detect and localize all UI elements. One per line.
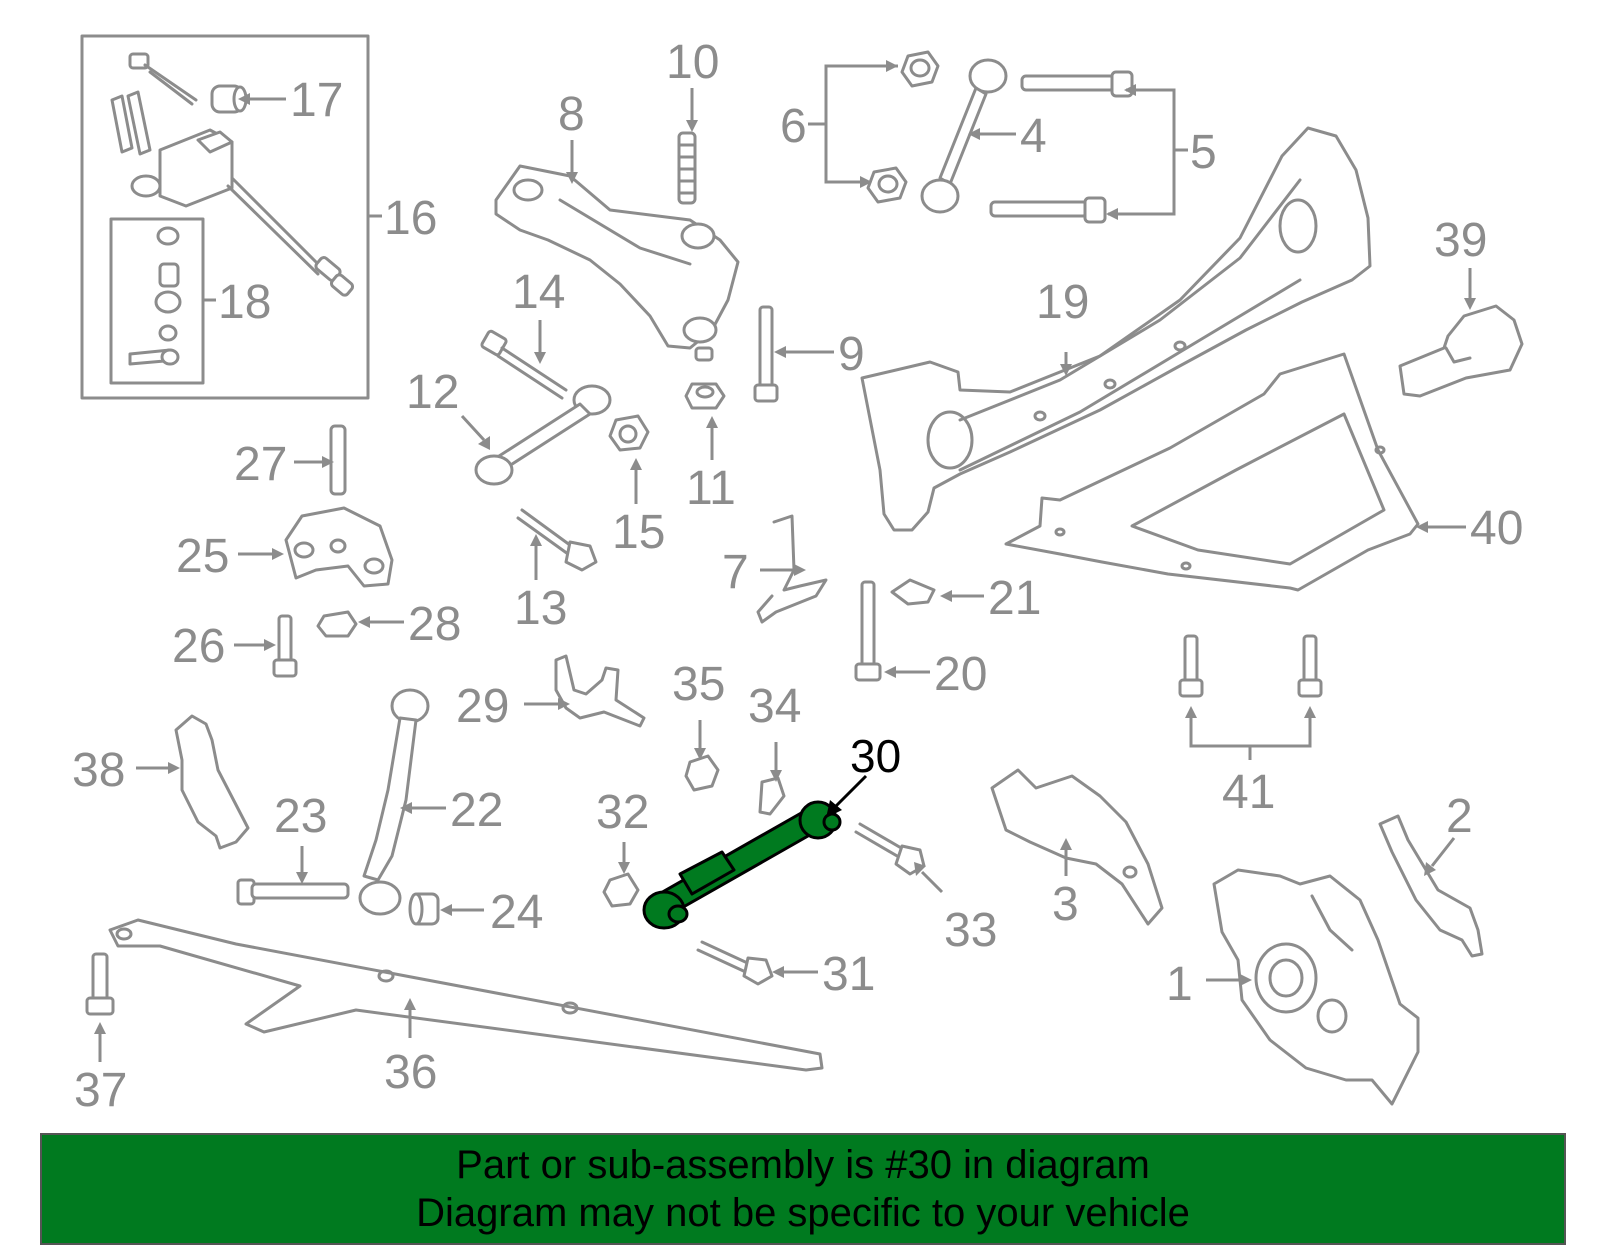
- callout-13: 13: [514, 582, 567, 635]
- part-37-bolt: [85, 952, 115, 1016]
- part-14-bolt: [480, 329, 568, 400]
- part-6-nuts: [866, 50, 940, 204]
- part-12-link: [474, 384, 612, 486]
- part-5-bolts: [989, 70, 1134, 224]
- callout-17: 17: [290, 74, 343, 127]
- part-16-level-sensor: [110, 90, 355, 297]
- part-33-bolt: [854, 822, 926, 876]
- part-4-link: [920, 58, 1008, 214]
- part-32-nut: [602, 872, 640, 908]
- callout-5: 5: [1190, 126, 1217, 179]
- callout-36: 36: [384, 1046, 437, 1099]
- part-39-bracket: [1398, 304, 1524, 398]
- callout-8: 8: [558, 88, 585, 141]
- callout-11: 11: [686, 462, 736, 515]
- callout-labels: 10 8 17 16 18 6 4 5 14 12 9 11 15 13 27 …: [72, 36, 1523, 1117]
- part-9-bolt: [753, 305, 779, 403]
- inset-box-16: [80, 34, 382, 400]
- callout-23: 23: [274, 790, 327, 843]
- callout-2: 2: [1446, 790, 1473, 843]
- callout-14: 14: [512, 266, 565, 319]
- part-28-nut: [316, 610, 358, 638]
- callout-32: 32: [596, 786, 649, 839]
- part-11-nut: [684, 382, 726, 410]
- part-25-bracket: [284, 506, 394, 588]
- part-34-bracket: [758, 776, 786, 816]
- part-36-brace: [108, 918, 824, 1072]
- callout-16: 16: [384, 192, 437, 245]
- part-1-knuckle: [1212, 868, 1420, 1106]
- callout-29: 29: [456, 680, 509, 733]
- part-23-bolt: [236, 878, 350, 906]
- callout-20: 20: [934, 648, 987, 701]
- part-24-bushing: [408, 892, 440, 926]
- callout-15: 15: [612, 506, 665, 559]
- part-7-bracket: [756, 514, 828, 624]
- part-17-bolt-bushing: [128, 52, 248, 114]
- part-27-stud: [329, 424, 347, 496]
- callout-34: 34: [748, 680, 801, 733]
- callout-38: 38: [72, 744, 125, 797]
- banner-line-1: Part or sub-assembly is #30 in diagram: [456, 1143, 1150, 1187]
- callout-30: 30: [850, 730, 901, 782]
- part-18-bushing-kit: [128, 226, 182, 366]
- callout-25: 25: [176, 530, 229, 583]
- leader-lines: [94, 60, 1476, 1062]
- part-29-bracket: [554, 654, 646, 728]
- callout-3: 3: [1052, 878, 1079, 931]
- callout-41: 41: [1222, 766, 1275, 819]
- callout-4: 4: [1020, 110, 1047, 163]
- callout-39: 39: [1434, 214, 1487, 267]
- part-21-clip: [890, 578, 936, 606]
- part-15-nut: [608, 414, 650, 452]
- info-banner: Part or sub-assembly is #30 in diagram D…: [40, 1133, 1566, 1245]
- callout-12: 12: [406, 366, 459, 419]
- part-35-nut: [684, 754, 720, 792]
- callout-27: 27: [234, 438, 287, 491]
- callout-31: 31: [822, 948, 875, 1001]
- callout-19: 19: [1036, 276, 1089, 329]
- part-3-shield: [990, 768, 1164, 926]
- callout-35: 35: [672, 658, 725, 711]
- part-31-bolt: [696, 940, 774, 986]
- part-40-cover: [1004, 352, 1420, 592]
- part-26-bolt: [272, 614, 298, 678]
- callout-33: 33: [944, 904, 997, 957]
- callout-40: 40: [1470, 502, 1523, 555]
- callout-24: 24: [490, 886, 543, 939]
- part-19-subframe: [860, 126, 1372, 532]
- callout-22: 22: [450, 784, 503, 837]
- part-38-bracket: [174, 714, 250, 850]
- part-30-control-arm[interactable]: [642, 800, 842, 930]
- callout-10: 10: [666, 36, 719, 89]
- part-13-bolt: [516, 508, 598, 572]
- banner-line-2: Diagram may not be specific to your vehi…: [416, 1191, 1190, 1235]
- callout-28: 28: [408, 598, 461, 651]
- part-41-bolts: [1178, 634, 1323, 698]
- part-8-carrier: [494, 164, 740, 362]
- callout-18: 18: [218, 276, 271, 329]
- part-10-stud: [677, 131, 697, 205]
- part-2-bracket: [1378, 814, 1484, 958]
- part-22-arm: [358, 688, 430, 916]
- callout-26: 26: [172, 620, 225, 673]
- callout-21: 21: [988, 572, 1041, 625]
- callout-37: 37: [74, 1064, 127, 1117]
- callout-9: 9: [838, 328, 865, 381]
- callout-7: 7: [722, 546, 749, 599]
- part-20-bolt: [854, 580, 882, 682]
- callout-6: 6: [780, 100, 807, 153]
- callout-1: 1: [1166, 958, 1193, 1011]
